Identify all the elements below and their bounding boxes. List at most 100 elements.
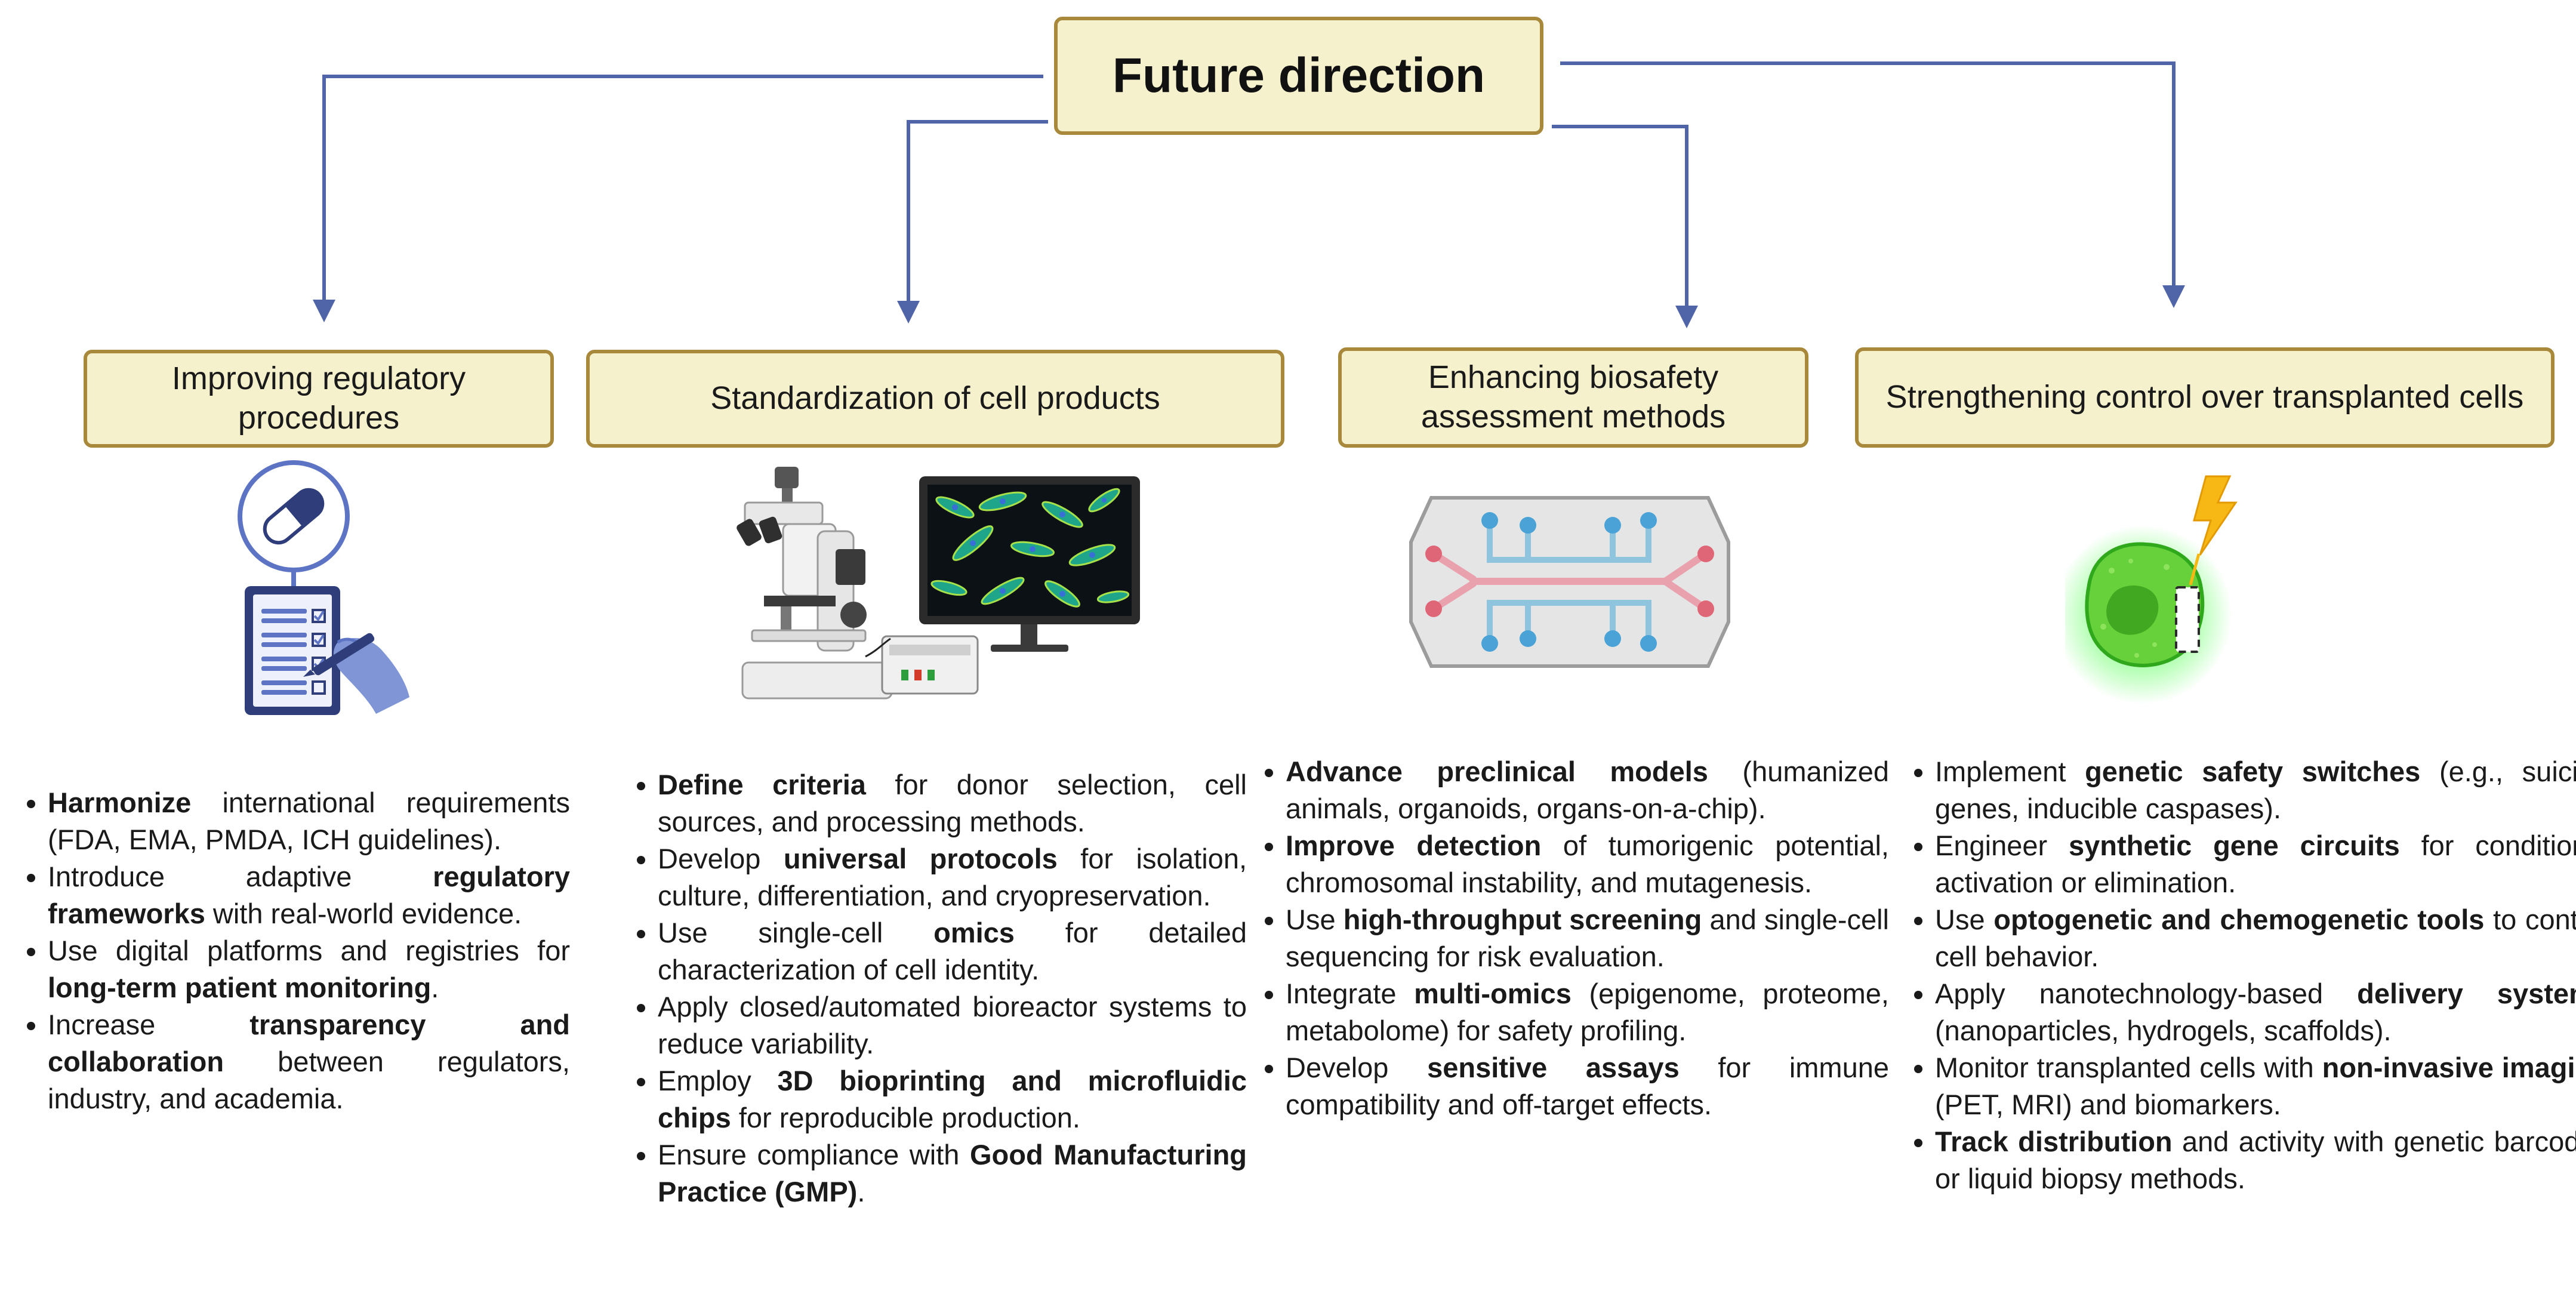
arrow-to-biosafety <box>1552 125 1688 309</box>
bullet-item: Develop sensitive assays for immune comp… <box>1286 1049 1889 1123</box>
bullet-text: . <box>431 972 439 1003</box>
bullet-text: Apply nanotechnology-based <box>1935 978 2358 1009</box>
bullet-item: Define criteria for donor selection, cel… <box>658 766 1247 840</box>
bullet-item: Use optogenetic and chemogenetic tools t… <box>1935 901 2576 975</box>
bullet-text: for conditional activation or eliminatio… <box>1935 830 2576 898</box>
bullet-item: Increase transparency and collaboration … <box>48 1006 570 1117</box>
bullet-item: Advance preclinical models (humanized an… <box>1286 753 1889 827</box>
bullet-text: Ensure compliance with <box>658 1139 970 1170</box>
bullet-text: Use <box>1286 904 1344 935</box>
regulatory-checklist-icon <box>238 460 409 715</box>
bullet-text: Develop <box>658 843 784 874</box>
category-box-biosafety: Enhancing biosafety assessment methods <box>1338 347 1808 448</box>
bullet-text: Integrate <box>1286 978 1415 1009</box>
bullet-text: (humanized animals, organoids, organs-on… <box>1286 756 1890 824</box>
bullet-item: Employ 3D bioprinting and microfluidic c… <box>658 1062 1247 1136</box>
arrowhead-control <box>2162 285 2185 308</box>
bullet-text-bold: long-term patient monitoring <box>48 972 432 1003</box>
bullet-text-bold: universal protocols <box>783 843 1058 874</box>
bullet-text: Use single-cell <box>658 917 934 948</box>
bullet-item: Track distribution and activity with gen… <box>1935 1123 2576 1197</box>
bullet-text: Apply closed/automated bioreactor system… <box>658 991 1247 1059</box>
bullet-item: Harmonize international requirements (FD… <box>48 784 570 858</box>
bullet-text: and single-cell sequencing for risk eval… <box>1286 904 1889 972</box>
bullet-text-bold: sensitive assays <box>1427 1052 1680 1083</box>
bullet-text-bold: multi-omics <box>1414 978 1572 1009</box>
arrowhead-standardization <box>897 301 920 324</box>
bullet-text-bold: Define criteria <box>658 769 866 800</box>
bullet-item: Introduce adaptive regulatory frameworks… <box>48 858 570 932</box>
arrowhead-biosafety <box>1675 306 1698 328</box>
category-box-standardization: Standardization of cell products <box>586 350 1284 448</box>
category-label: Enhancing biosafety assessment methods <box>1421 359 1726 435</box>
bullet-item: Use single-cell omics for detailed chara… <box>658 914 1247 988</box>
organ-on-chip-icon <box>1409 496 1730 668</box>
arrow-to-standardization <box>907 120 1048 304</box>
bullet-text: Develop <box>1286 1052 1428 1083</box>
bullet-text: (nanoparticles, hydrogels, scaffolds). <box>1935 1015 2392 1046</box>
category-box-regulatory: Improving regulatory procedures <box>84 350 554 448</box>
microscope-monitor-icon <box>737 467 1140 700</box>
bullet-text-bold: Improve detection <box>1286 830 1542 861</box>
bullet-text: (epigenome, proteome, metabolome) for sa… <box>1286 978 1889 1046</box>
glowing-cell-lightning-icon <box>2065 475 2238 704</box>
bullet-list-biosafety: Advance preclinical models (humanized an… <box>1238 753 1889 1123</box>
bullet-text: Use digital platforms and registries for <box>48 935 570 966</box>
bullet-item: Ensure compliance with Good Manufacturin… <box>658 1136 1247 1210</box>
bullet-text: . <box>857 1176 865 1207</box>
bullet-text: Implement <box>1935 756 2085 787</box>
bullet-text: with real-world evidence. <box>205 898 522 929</box>
bullet-item: Use high-throughput screening and single… <box>1286 901 1889 975</box>
bullet-text-bold: high-throughput screening <box>1343 904 1702 935</box>
bullet-text-bold: Harmonize <box>48 787 192 818</box>
category-box-control: Strengthening control over transplanted … <box>1855 347 2555 448</box>
bullet-item: Apply closed/automated bioreactor system… <box>658 988 1247 1062</box>
bullet-text: Engineer <box>1935 830 2069 861</box>
bullet-text-bold: non-invasive imaging <box>2322 1052 2576 1083</box>
bullet-text-bold: Good Manufacturing Practice (GMP) <box>658 1139 1247 1207</box>
bullet-text: international requirements (FDA, EMA, PM… <box>48 787 570 855</box>
bullet-text-bold: genetic safety switches <box>2085 756 2421 787</box>
bullet-item: Monitor transplanted cells with non-inva… <box>1935 1049 2576 1123</box>
bullet-text-bold: Advance preclinical models <box>1286 756 1708 787</box>
bullet-text: between regulators, industry, and academ… <box>48 1046 570 1114</box>
bullet-list-regulatory: Harmonize international requirements (FD… <box>0 784 570 1117</box>
bullet-text-bold: delivery systems <box>2357 978 2576 1009</box>
category-label: Improving regulatory procedures <box>171 361 466 436</box>
bullet-text: Introduce adaptive <box>48 861 433 892</box>
bullet-item: Improve detection of tumorigenic potenti… <box>1286 827 1889 901</box>
bullet-text-bold: optogenetic and chemogenetic tools <box>1993 904 2485 935</box>
bullet-text: for isolation, culture, differentiation,… <box>658 843 1247 911</box>
bullet-item: Implement genetic safety switches (e.g.,… <box>1935 753 2576 827</box>
root-box: Future direction <box>1054 17 1543 135</box>
bullet-item: Use digital platforms and registries for… <box>48 932 570 1006</box>
bullet-text-bold: Track distribution <box>1935 1126 2173 1157</box>
diagram-title: Future direction <box>1112 48 1486 103</box>
bullet-text: Employ <box>658 1065 778 1096</box>
bullet-text: to control cell behavior. <box>1935 904 2576 972</box>
bullet-text: of tumorigenic potential, chromosomal in… <box>1286 830 1889 898</box>
bullet-text: (PET, MRI) and biomarkers. <box>1935 1089 2281 1120</box>
category-label: Strengthening control over transplanted … <box>1885 379 2524 415</box>
bullet-text-bold: synthetic gene circuits <box>2068 830 2400 861</box>
bullet-item: Apply nanotechnology-based delivery syst… <box>1935 975 2576 1049</box>
bullet-text-bold: transparency and collaboration <box>48 1009 571 1077</box>
bullet-item: Integrate multi-omics (epigenome, proteo… <box>1286 975 1889 1049</box>
bullet-text: Use <box>1935 904 1994 935</box>
bullet-text: Increase <box>48 1009 250 1040</box>
bullet-text: for reproducible production. <box>731 1102 1080 1133</box>
bullet-text-bold: 3D bioprinting and microfluidic chips <box>658 1065 1247 1133</box>
bullet-item: Engineer synthetic gene circuits for con… <box>1935 827 2576 901</box>
bullet-text: for immune compatibility and off-target … <box>1286 1052 1889 1120</box>
bullet-text-bold: omics <box>933 917 1015 948</box>
bullet-text: (e.g., suicide genes, inducible caspases… <box>1935 756 2576 824</box>
bullet-list-control: Implement genetic safety switches (e.g.,… <box>1887 753 2576 1197</box>
arrow-to-regulatory <box>322 75 1043 303</box>
arrow-to-control <box>1560 61 2176 289</box>
bullet-text: and activity with genetic barcodes or li… <box>1935 1126 2576 1194</box>
bullet-text: Monitor transplanted cells with <box>1935 1052 2322 1083</box>
bullet-text: for donor selection, cell sources, and p… <box>658 769 1247 837</box>
category-label: Standardization of cell products <box>710 380 1160 417</box>
